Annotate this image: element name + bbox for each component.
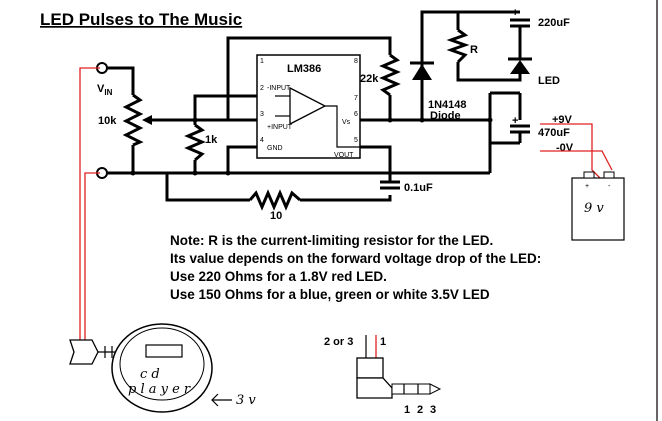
pot-label: 10k xyxy=(98,115,117,127)
battery-label: 9 v xyxy=(584,201,604,216)
cap470-label: 470uF xyxy=(538,127,570,139)
diode-label-2: Diode xyxy=(430,110,461,122)
resistor-22k xyxy=(379,53,401,97)
svg-text:3: 3 xyxy=(260,111,264,118)
led-label: LED xyxy=(538,75,560,87)
svg-text:8: 8 xyxy=(354,58,358,65)
battery-9v xyxy=(571,177,625,241)
vin-label: VIN xyxy=(97,83,113,97)
pot-wiper-arrow xyxy=(142,115,152,125)
wires xyxy=(102,10,522,202)
potentiometer-10k xyxy=(122,93,144,147)
svg-text:+: + xyxy=(512,7,518,19)
resistor-r xyxy=(446,28,470,64)
plug-pinout: 2 or 3 1 1 2 3 xyxy=(324,335,442,416)
svg-text:-INPUT: -INPUT xyxy=(267,85,291,92)
resistor-1k xyxy=(184,123,206,162)
cd-plug xyxy=(69,339,99,365)
diagram-title: LED Pulses to The Music xyxy=(40,10,242,29)
svg-text:3: 3 xyxy=(430,404,436,416)
zero-v-label: -0V xyxy=(556,142,574,154)
svg-text:2 or 3: 2 or 3 xyxy=(324,336,353,348)
svg-text:1: 1 xyxy=(380,336,386,348)
cd-player: c d p l a y e r xyxy=(111,323,213,413)
ic-label: LM386 xyxy=(287,63,321,75)
led-symbol xyxy=(510,60,530,74)
svg-text:Vs: Vs xyxy=(342,119,351,126)
svg-text:Note: R is the current-limitin: Note: R is the current-limiting resistor… xyxy=(170,233,493,248)
svg-text:+: + xyxy=(585,183,589,190)
audio-cable-red xyxy=(79,67,100,340)
svg-text:-: - xyxy=(608,183,611,190)
svg-text:1: 1 xyxy=(404,404,410,416)
r1k-label: 1k xyxy=(205,134,218,146)
svg-text:2: 2 xyxy=(417,404,423,416)
battery-wire-plus xyxy=(540,123,601,179)
cap220-label: 220uF xyxy=(538,17,570,29)
svg-text:2: 2 xyxy=(260,85,264,92)
svg-text:+INPUT: +INPUT xyxy=(267,124,293,131)
cap01-label: 0.1uF xyxy=(404,182,433,194)
svg-text:GND: GND xyxy=(267,145,283,152)
plus9v-label: +9V xyxy=(552,114,573,126)
resistor-10 xyxy=(248,189,301,211)
junctions xyxy=(130,117,493,176)
svg-text:Use 220 Ohms for a 1.8V red LE: Use 220 Ohms for a 1.8V red LED. xyxy=(170,269,387,284)
svg-text:VOUT: VOUT xyxy=(334,152,354,159)
note: Note: R is the current-limiting resistor… xyxy=(170,233,541,302)
svg-text:5: 5 xyxy=(354,137,358,144)
battery-wire-minus xyxy=(540,150,613,171)
svg-text:+: + xyxy=(512,115,518,127)
cd-label-1: c d xyxy=(140,367,160,382)
cd-voltage-label: 3 v xyxy=(236,393,256,408)
r22k-label: 22k xyxy=(360,73,379,85)
diode-label: 1N4148 xyxy=(428,99,467,111)
cd-label-2: p l a y e r xyxy=(128,382,191,397)
lm386-chip: LM386 1 8 2 7 3 6 4 5 -INPUT +INPUT GND … xyxy=(256,54,361,159)
r-label: R xyxy=(470,44,478,56)
diode-1n4148 xyxy=(412,64,432,80)
svg-text:Use 150 Ohms for a blue, green: Use 150 Ohms for a blue, green or white … xyxy=(170,287,490,302)
r10-label: 10 xyxy=(270,210,282,222)
svg-text:4: 4 xyxy=(260,137,264,144)
svg-text:7: 7 xyxy=(354,95,358,102)
svg-text:6: 6 xyxy=(354,111,358,118)
svg-text:Its value depends on the forwa: Its value depends on the forward voltage… xyxy=(170,251,541,266)
svg-text:1: 1 xyxy=(260,58,264,65)
